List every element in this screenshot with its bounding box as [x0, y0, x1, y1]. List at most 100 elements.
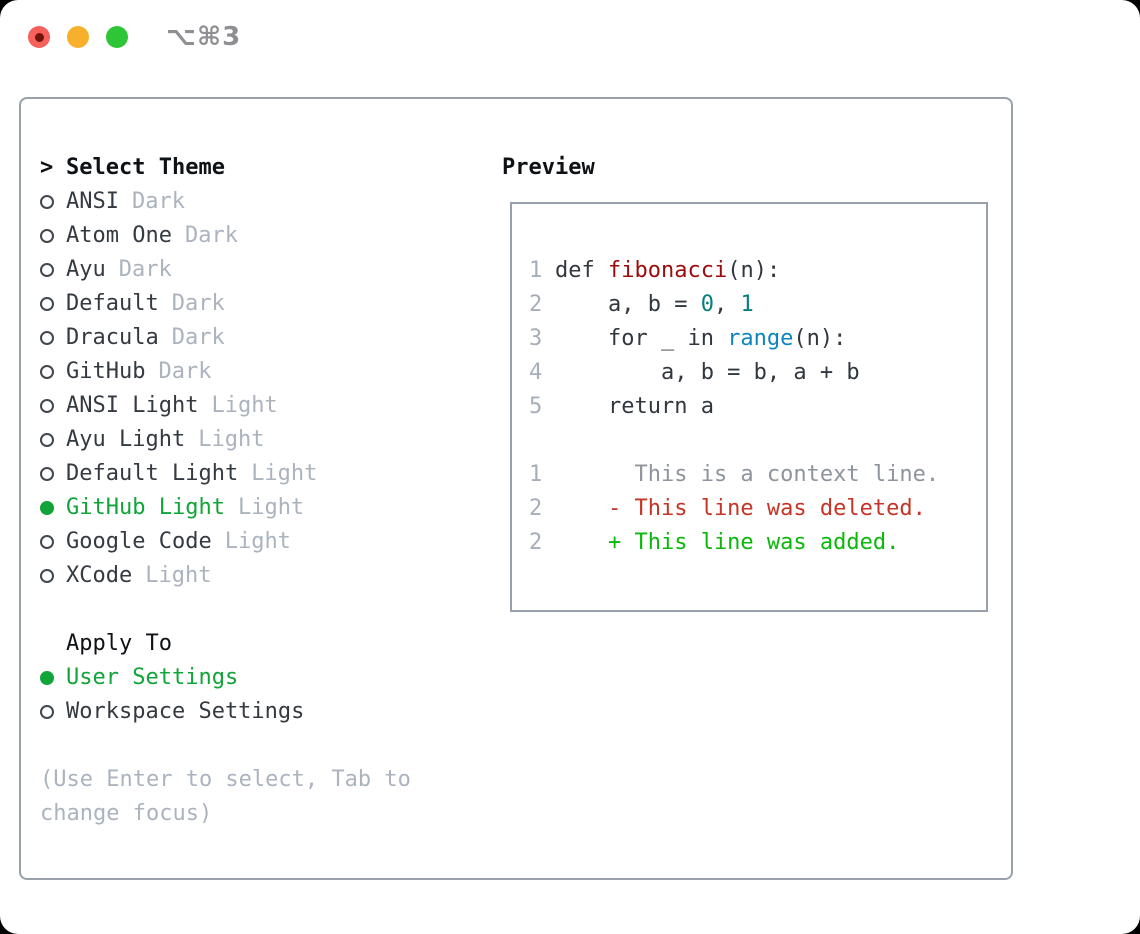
radio-icon: [40, 433, 54, 447]
theme-name: ANSI Light: [66, 393, 199, 418]
code-segment-num: 0: [700, 292, 714, 317]
code-segment-code: (n):: [793, 326, 847, 351]
preview-line: 4 a, b = b, a + b: [529, 356, 986, 390]
apply-option-label: Workspace Settings: [66, 699, 305, 724]
theme-option-xcode[interactable]: XCode Light: [40, 559, 460, 593]
theme-option-ayu-light[interactable]: Ayu Light Light: [40, 423, 460, 457]
theme-option-github-light[interactable]: GitHub Light Light: [40, 491, 460, 525]
theme-option-default-light[interactable]: Default Light Light: [40, 457, 460, 491]
apply-to-header: Apply To: [66, 631, 172, 656]
radio-icon: [40, 297, 54, 311]
radio-icon: [40, 263, 54, 277]
minimize-button[interactable]: [67, 26, 89, 48]
close-button[interactable]: [28, 26, 50, 48]
select-theme-header-row: > Select Theme: [40, 151, 460, 185]
apply-option-workspace-settings[interactable]: Workspace Settings: [40, 695, 460, 729]
theme-option-dracula[interactable]: Dracula Dark: [40, 321, 460, 355]
theme-variant-tag: Light: [211, 393, 278, 418]
theme-name: GitHub: [66, 359, 146, 384]
code-segment-code: (n):: [727, 258, 781, 283]
theme-option-atom-one[interactable]: Atom One Dark: [40, 219, 460, 253]
theme-name: Default: [66, 291, 159, 316]
theme-name: Default Light: [66, 461, 239, 486]
theme-variant-tag: Dark: [184, 223, 238, 248]
theme-option-default[interactable]: Default Dark: [40, 287, 460, 321]
theme-option-github[interactable]: GitHub Dark: [40, 355, 460, 389]
theme-variant-tag: Light: [145, 563, 212, 588]
preview-line: 5 return a: [529, 390, 986, 424]
radio-icon: [40, 229, 54, 243]
radio-icon: [40, 705, 54, 719]
line-number: 5: [529, 394, 543, 419]
radio-icon: [40, 195, 54, 209]
theme-name: XCode: [66, 563, 133, 588]
preview-line: 2 a, b = 0, 1: [529, 288, 986, 322]
apply-option-label: User Settings: [66, 665, 239, 690]
preview-header-row: Preview: [502, 151, 988, 185]
line-number: 2: [529, 496, 543, 521]
preview-header: Preview: [502, 155, 595, 180]
code-segment-code: a, b =: [555, 292, 701, 317]
preview-line: 1 This is a context line.: [529, 458, 986, 492]
radio-icon: [40, 467, 54, 481]
theme-option-google-code[interactable]: Google Code Light: [40, 525, 460, 559]
code-segment-num: 1: [740, 292, 754, 317]
radio-icon: [40, 331, 54, 345]
theme-name: GitHub Light: [66, 495, 225, 520]
code-segment-code: a, b = b, a + b: [555, 360, 860, 385]
theme-name: Ayu Light: [66, 427, 186, 452]
apply-option-user-settings[interactable]: User Settings: [40, 661, 460, 695]
code-segment-code: return a: [555, 394, 714, 419]
theme-variant-tag: Dark: [171, 325, 225, 350]
line-number: 2: [529, 292, 543, 317]
code-segment-code: def: [555, 258, 608, 283]
preview-line: 2 - This line was deleted.: [529, 492, 986, 526]
code-segment-deleted: - This line was deleted.: [555, 496, 926, 521]
hint-text: (Use Enter to select, Tab to change focu…: [40, 767, 425, 826]
theme-variant-tag: Light: [237, 495, 305, 520]
line-number: 3: [529, 326, 543, 351]
theme-name: ANSI: [66, 189, 119, 214]
theme-option-ansi-light[interactable]: ANSI Light Light: [40, 389, 460, 423]
traffic-lights: [28, 26, 128, 48]
preview-line: 2 + This line was added.: [529, 526, 986, 560]
line-number: 1: [529, 462, 543, 487]
code-segment-context: This is a context line.: [555, 462, 940, 487]
radio-icon: [40, 399, 54, 413]
preview-line: 3 for _ in range(n):: [529, 322, 986, 356]
zoom-button[interactable]: [106, 26, 128, 48]
line-number: 1: [529, 258, 543, 283]
theme-variant-tag: Dark: [171, 291, 225, 316]
prompt-caret: >: [40, 155, 54, 180]
blank-line: [529, 220, 986, 254]
theme-variant-tag: Dark: [158, 359, 212, 384]
code-segment-builtin: range: [727, 326, 794, 351]
apply-to-header-row: Apply To: [40, 627, 460, 661]
theme-variant-tag: Light: [198, 427, 265, 452]
theme-variant-tag: Light: [251, 461, 318, 486]
radio-icon: [40, 365, 54, 379]
radio-selected-icon: [40, 501, 54, 515]
radio-icon: [40, 569, 54, 583]
theme-name: Google Code: [66, 529, 212, 554]
code-segment-code: ,: [713, 292, 741, 317]
theme-name: Atom One: [66, 223, 172, 248]
code-segment-code: for _ in: [555, 326, 728, 351]
spacer: [40, 729, 460, 763]
unsaved-dot-icon: [34, 32, 44, 42]
theme-name: Dracula: [66, 325, 159, 350]
radio-selected-icon: [40, 671, 54, 685]
theme-variant-tag: Light: [224, 529, 291, 554]
theme-name: Ayu: [66, 257, 106, 282]
